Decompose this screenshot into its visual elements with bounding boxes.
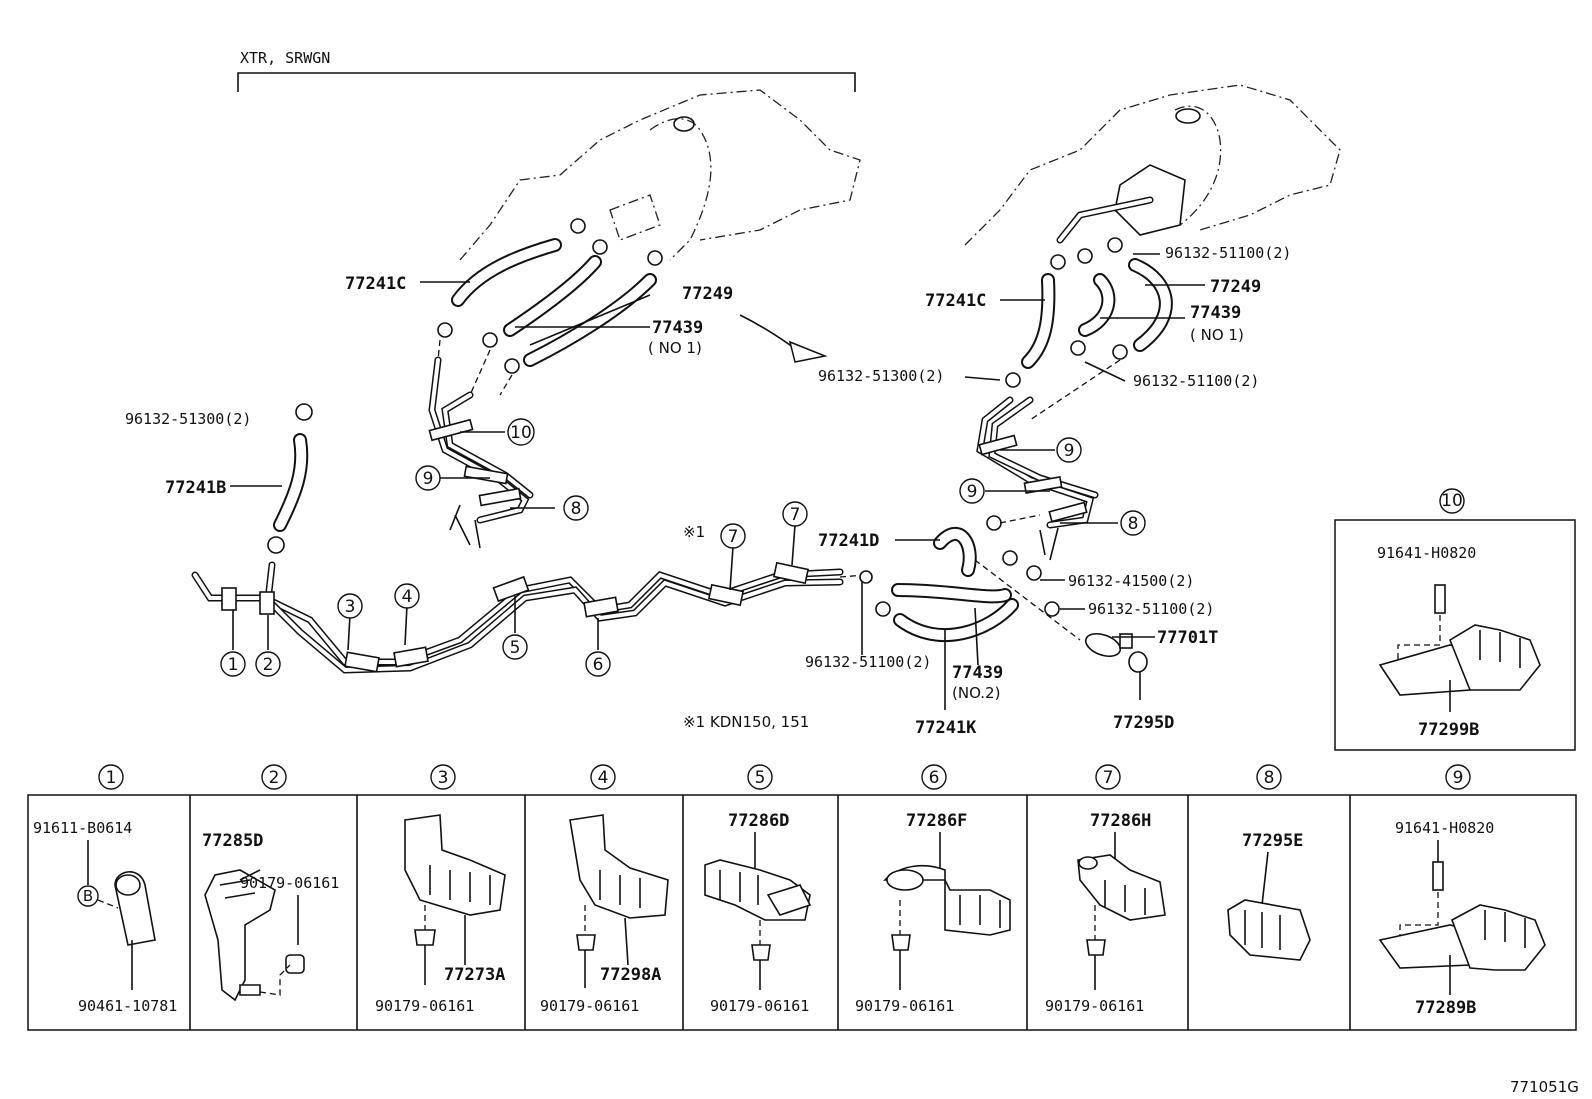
callout-96132-51100-bottom: 96132-51100(2): [805, 653, 931, 671]
circle-9-left: 9: [423, 469, 434, 489]
panel-3-num: 3: [438, 768, 449, 788]
panel-2-side: 90179-06161: [240, 874, 339, 892]
panel-3-main: 77273A: [444, 965, 505, 985]
panel-8-main: 77295E: [1242, 831, 1303, 851]
pipe-bundle-left: [428, 356, 534, 549]
panel-1-bottom: 90461-10781: [78, 997, 177, 1015]
callout-77241B: 77241B: [165, 478, 226, 498]
panel-9-num: 9: [1453, 768, 1464, 788]
callout-77241K: 77241K: [915, 718, 977, 738]
hose-77241K: [891, 583, 1019, 642]
callout-96132-51100-r1: 96132-51100(2): [1165, 244, 1291, 262]
callout-77241C-right: 77241C: [925, 291, 986, 311]
callout-77249-right: 77249: [1210, 277, 1261, 297]
callout-96132-41500: 96132-41500(2): [1068, 572, 1194, 590]
callout-77295D: 77295D: [1113, 713, 1174, 733]
callout-77439-no2-sub: (NO.2): [952, 684, 1000, 702]
hose-77249-left: [523, 273, 657, 367]
circle-6: 6: [593, 655, 604, 675]
panel-5-main: 77286D: [728, 811, 789, 831]
panel-2-num: 2: [269, 768, 280, 788]
panel-6-num: 6: [929, 768, 940, 788]
circle-9-right-b: 9: [967, 482, 978, 502]
callout-77439-left-sub: ( NO 1): [648, 339, 702, 357]
panel-7-num: 7: [1103, 768, 1114, 788]
callout-77249-left: 77249: [682, 284, 733, 304]
hose-clamps-left: [437, 218, 663, 396]
panel-2-main: 77285D: [202, 831, 263, 851]
variant-bracket: [237, 72, 856, 92]
callout-96132-51100-r2: 96132-51100(2): [1133, 372, 1259, 390]
small-fittings-right: [859, 514, 1148, 673]
circle-1: 1: [228, 655, 239, 675]
figure-code: 771051G: [1510, 1078, 1579, 1096]
panel-9-top: 91641-H0820: [1395, 819, 1494, 837]
callout-96132-51300-left: 96132-51300(2): [125, 410, 251, 428]
callout-96132-51100-r3: 96132-51100(2): [1088, 600, 1214, 618]
panel-3-bottom: 90179-06161: [375, 997, 474, 1015]
panel-1-letter: B: [83, 887, 93, 905]
variant-label: XTR, SRWGN: [240, 49, 330, 67]
panel-8-num: 8: [1264, 768, 1275, 788]
callout-77439-right: 77439: [1190, 303, 1241, 323]
panel-9-bottom: 77289B: [1415, 998, 1476, 1018]
circle-8-right: 8: [1128, 514, 1139, 534]
panel-7-main: 77286H: [1090, 811, 1151, 831]
hose-77241C-right: [1021, 273, 1056, 369]
callout-77241C-left: 77241C: [345, 274, 406, 294]
panel-10-num: 10: [1441, 491, 1463, 511]
footnote-marker: ※1: [683, 523, 705, 541]
circle-2: 2: [263, 655, 274, 675]
circle-8-left: 8: [571, 499, 582, 519]
callout-77241D: 77241D: [818, 531, 879, 551]
hose-77241B: [267, 403, 313, 554]
panel-4-bottom: 90179-06161: [540, 997, 639, 1015]
panel-1-num: 1: [106, 768, 117, 788]
hose-77439-right: [1078, 273, 1116, 337]
circle-7a: 7: [728, 527, 739, 547]
panel-5-bottom: 90179-06161: [710, 997, 809, 1015]
circle-3: 3: [345, 597, 356, 617]
callout-77701T: 77701T: [1157, 628, 1218, 648]
panel-7-bottom: 90179-06161: [1045, 997, 1144, 1015]
circle-4: 4: [402, 587, 413, 607]
callout-77439-right-sub: ( NO 1): [1190, 326, 1244, 344]
callout-96132-51300-right: 96132-51300(2): [818, 367, 944, 385]
hose-77439-left: [503, 255, 602, 337]
engine-outline-left: [459, 89, 861, 261]
panel-5-num: 5: [755, 768, 766, 788]
panel-1-top: 91611-B0614: [33, 819, 132, 837]
panel-6-bottom: 90179-06161: [855, 997, 954, 1015]
circle-5: 5: [510, 638, 521, 658]
hose-clamps-right: [1005, 237, 1128, 421]
main-pipe-line: [191, 561, 866, 674]
bottom-panels: 1 2 3 4 5 6 7 8 9 91611-B0614 B 90461-10…: [27, 764, 1577, 1031]
panel-10-bottom: 77299B: [1418, 720, 1479, 740]
panel-10-top: 91641-H0820: [1377, 544, 1476, 562]
footnote-kdn: ※1 KDN150, 151: [683, 713, 809, 731]
panel-4-main: 77298A: [600, 965, 661, 985]
callout-77439-left: 77439: [652, 318, 703, 338]
hose-77241D: [933, 527, 977, 577]
leader-lines: [230, 253, 1205, 710]
panel-4-num: 4: [598, 768, 609, 788]
hose-77249-right: [1128, 258, 1173, 352]
circle-10-left: 10: [510, 423, 532, 443]
panel-6-main: 77286F: [906, 811, 967, 831]
hose-77241C-left: [451, 238, 562, 307]
panel-10: 10 91641-H0820 77299B: [1334, 488, 1576, 751]
main-callout-circles: 1 2 3 4 5 6 7 7 8 9 10 9 9 8: [220, 418, 1146, 677]
callout-77439-no2: 77439: [952, 663, 1003, 683]
pipe-bundle-right: [976, 396, 1099, 561]
circle-7b: 7: [790, 505, 801, 525]
engine-outline-right: [964, 84, 1341, 246]
circle-9-right-a: 9: [1064, 441, 1075, 461]
